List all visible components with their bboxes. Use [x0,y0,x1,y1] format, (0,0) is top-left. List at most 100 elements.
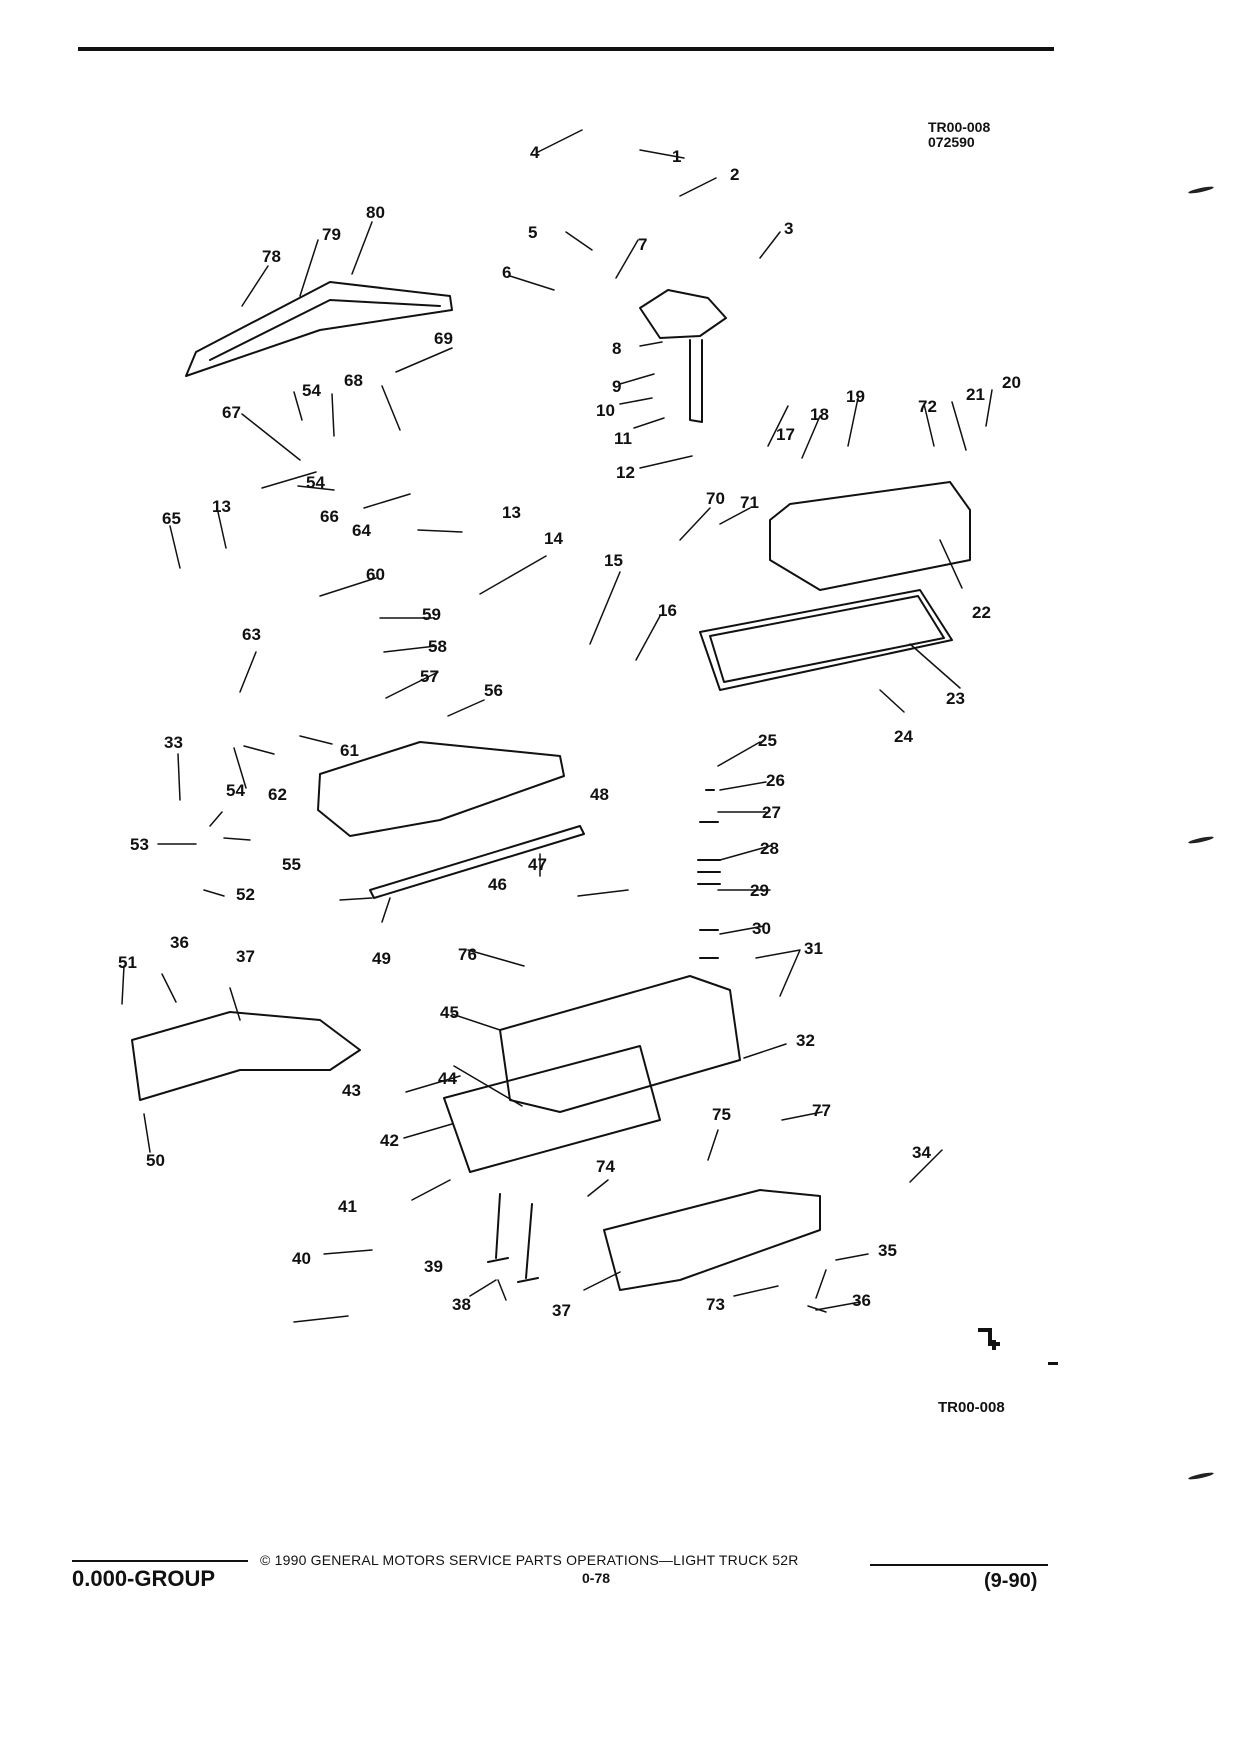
publisher-mark-icon [978,1328,1000,1350]
valve-cover-gasket-drawing [699,589,953,691]
intake-manifold-drawing [317,741,565,837]
cylinder-head-drawing [499,975,741,1113]
callout-37-left: 37 [236,947,255,966]
callout-76: 76 [458,945,477,964]
callout-60: 60 [366,565,385,584]
callout-25: 25 [758,731,777,750]
callout-65: 65 [162,509,181,528]
callout-12: 12 [616,463,635,482]
callout-47: 47 [528,855,547,874]
callout-68: 68 [344,371,363,390]
callout-51: 51 [118,953,137,972]
callout-11: 11 [614,429,632,448]
callout-5: 5 [528,223,537,242]
figure-ref-code: TR00-008 [928,119,991,135]
head-gasket-drawing [443,1045,661,1173]
callout-62: 62 [268,785,287,804]
bottom-figure-code: TR00-008 [938,1399,1005,1416]
leader-lines [121,129,993,1323]
callout-79: 79 [322,225,341,244]
callout-54-upper: 54 [302,381,321,400]
callout-69: 69 [434,329,453,348]
callout-63: 63 [242,625,261,644]
callout-48: 48 [590,785,609,804]
callout-77: 77 [812,1101,831,1120]
valves-drawing [487,1193,539,1283]
callout-40: 40 [292,1249,311,1268]
callout-6: 6 [502,263,511,282]
callout-36-right: 36 [852,1291,871,1310]
callout-37-right: 37 [552,1301,571,1320]
callout-28: 28 [760,839,779,858]
callout-22: 22 [972,603,991,622]
left-valve-cover-drawing [185,281,453,377]
callout-36-left: 36 [170,933,189,952]
callout-39: 39 [424,1257,443,1276]
callout-67: 67 [222,403,241,422]
callout-46: 46 [488,875,507,894]
footer-page-number: 0-78 [582,1570,611,1586]
callout-55: 55 [282,855,301,874]
callout-64: 64 [352,521,371,540]
callout-44: 44 [438,1069,457,1088]
callout-24: 24 [894,727,913,746]
callout-52: 52 [236,885,255,904]
intake-gasket-drawing [369,825,585,899]
callout-74: 74 [596,1157,615,1176]
footer-copyright: © 1990 GENERAL MOTORS SERVICE PARTS OPER… [260,1552,799,1568]
footer-date: (9-90) [984,1570,1038,1592]
footer-rule-left [72,1560,248,1562]
callout-17: 17 [776,425,795,444]
callout-53: 53 [130,835,149,854]
callout-57: 57 [420,667,439,686]
callout-31: 31 [804,939,823,958]
callout-66: 66 [320,507,339,526]
callout-1: 1 [672,147,681,166]
callout-18: 18 [810,405,829,424]
figure-ref-number: 072590 [928,134,975,150]
callout-42: 42 [380,1131,399,1150]
callout-50: 50 [146,1151,165,1170]
footer-group-label: 0.000-GROUP [72,1566,216,1591]
callout-2: 2 [730,165,739,184]
callout-78: 78 [262,247,281,266]
callout-27: 27 [762,803,781,822]
distributor-drawing [639,289,727,339]
right-exhaust-manifold-drawing [603,1189,821,1291]
callout-30: 30 [752,919,771,938]
callout-45: 45 [440,1003,459,1022]
callout-61: 61 [340,741,359,760]
callout-10: 10 [596,401,615,420]
callout-9: 9 [612,377,621,396]
callout-7: 7 [638,235,647,254]
callout-58: 58 [428,637,447,656]
callout-13-right: 13 [502,503,521,522]
callout-43: 43 [342,1081,361,1100]
callout-59: 59 [422,605,441,624]
callout-20: 20 [1002,373,1021,392]
callout-14: 14 [544,529,563,548]
callout-33: 33 [164,733,183,752]
callout-41: 41 [338,1197,357,1216]
callout-75: 75 [712,1105,731,1124]
callout-35: 35 [878,1241,897,1260]
callout-54-lower: 54 [226,781,245,800]
callout-38: 38 [452,1295,471,1314]
callout-29: 29 [750,881,769,900]
left-exhaust-manifold-drawing [131,1011,361,1101]
callout-80: 80 [366,203,385,222]
valve-spring-stack-drawing [697,789,721,959]
edge-mark [1048,1362,1058,1365]
callout-4: 4 [530,143,540,162]
callout-34: 34 [912,1143,931,1162]
callout-13-left: 13 [212,497,231,516]
callout-54-middle: 54 [306,473,325,492]
top-rule [78,47,1054,51]
callout-72: 72 [918,397,937,416]
footer-rule-right [870,1564,1048,1566]
callout-49: 49 [372,949,391,968]
callout-16: 16 [658,601,677,620]
figure-reference: TR00-008 072590 [928,120,990,150]
right-valve-cover-drawing [769,481,971,591]
